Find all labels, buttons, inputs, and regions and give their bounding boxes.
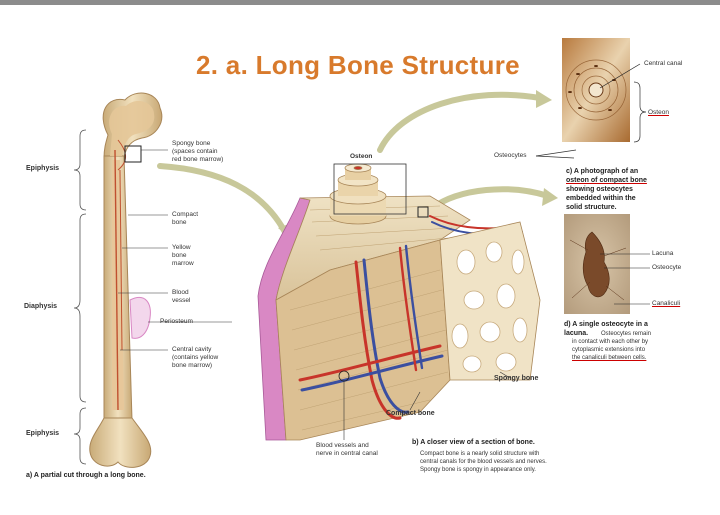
- label-osteon-photo: Osteon: [648, 109, 669, 117]
- label-epiphysis-bottom: Epiphysis: [26, 430, 59, 437]
- region-braces: [74, 130, 86, 464]
- label-central-cavity: Central cavity (contains yellow bone mar…: [172, 346, 218, 370]
- label-osteocytes: Osteocytes: [494, 152, 527, 160]
- label-central-canal: Central canal: [644, 60, 682, 68]
- label-epiphysis-top: Epiphysis: [26, 165, 59, 172]
- label-blood-vessel: Blood vessel: [172, 289, 190, 305]
- caption-b-body: Compact bone is a nearly solid structure…: [420, 450, 547, 474]
- label-osteon: Osteon: [350, 153, 372, 161]
- label-spongy-bone-section: Spongy bone: [494, 375, 538, 383]
- label-compact-bone-section: Compact bone: [386, 410, 435, 418]
- label-yellow-marrow: Yellow bone marrow: [172, 244, 194, 268]
- caption-c: c) A photograph of an osteon of compact …: [566, 167, 647, 212]
- spongy-bone: [440, 222, 540, 380]
- caption-b-title: b) A closer view of a section of bone.: [412, 438, 535, 447]
- label-canaliculi: Canaliculi: [652, 300, 680, 308]
- label-spongy-bone: Spongy bone (spaces contain red bone mar…: [172, 140, 223, 164]
- caption-d-first-line: Osteocytes remain: [601, 330, 651, 338]
- label-blood-vessels-nerve: Blood vessels and nerve in central canal: [316, 442, 378, 458]
- label-diaphysis: Diaphysis: [24, 303, 57, 310]
- label-compact-bone: Compact bone: [172, 211, 198, 227]
- label-lacuna: Lacuna: [652, 250, 673, 258]
- long-bone: [90, 93, 162, 467]
- osteon-photo: [536, 38, 646, 158]
- osteocyte-photo: [564, 214, 650, 314]
- label-periosteum: Periosteum: [160, 318, 193, 326]
- caption-d-body: in contact with each other by cytoplasmi…: [572, 338, 648, 362]
- caption-a: a) A partial cut through a long bone.: [26, 471, 146, 480]
- label-osteocyte: Osteocyte: [652, 264, 681, 272]
